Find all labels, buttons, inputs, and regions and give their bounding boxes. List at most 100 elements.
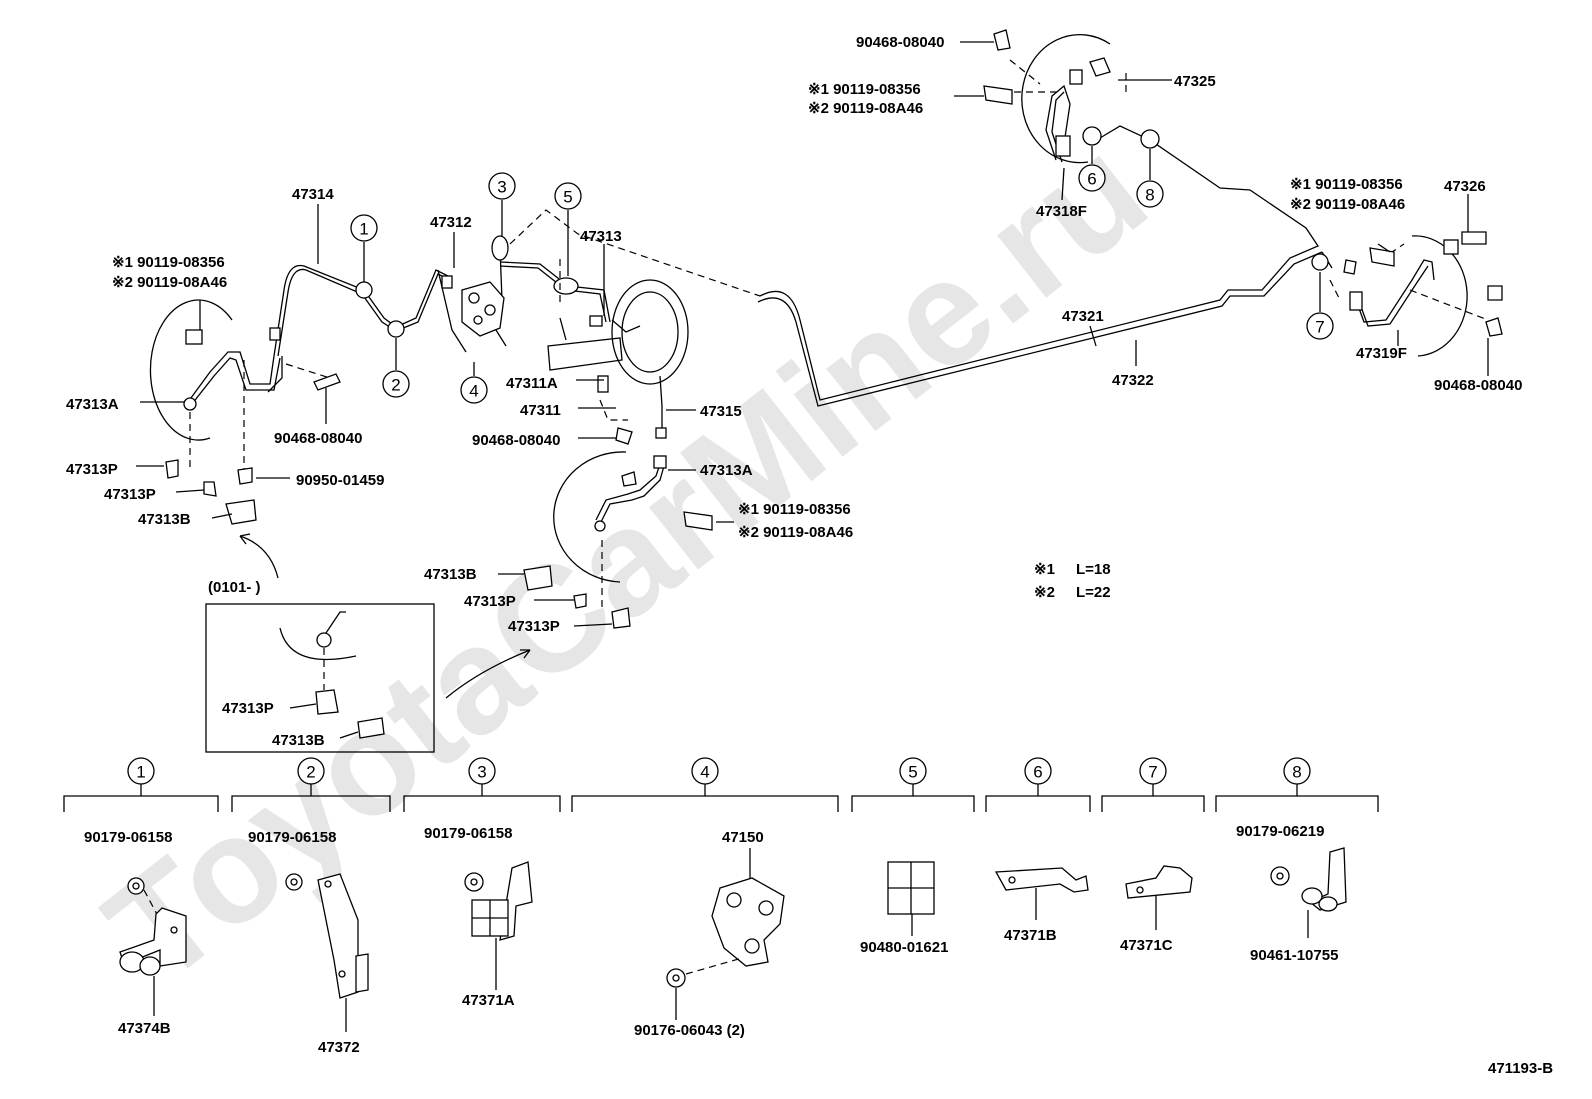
svg-text:3: 3 — [477, 763, 486, 782]
detail-callout-3: 3 — [468, 757, 496, 785]
part-label: 90468-08040 — [472, 432, 560, 449]
part-label: 47318F — [1036, 203, 1087, 220]
svg-text:1: 1 — [136, 763, 145, 782]
part-label: 47315 — [700, 403, 742, 420]
detail-3-bottom-label: 47371A — [462, 992, 515, 1009]
part-label: 47313P — [222, 700, 274, 717]
callout-7: 7 — [1306, 312, 1334, 340]
svg-text:8: 8 — [1292, 763, 1301, 782]
left-front-hose-assembly — [149, 299, 341, 525]
rear-right-hose-assembly — [1343, 231, 1503, 357]
part-label: 47314 — [292, 186, 334, 203]
svg-text:6: 6 — [1033, 763, 1042, 782]
part-label: 47313B — [424, 566, 477, 583]
leader-lines — [136, 41, 1489, 627]
svg-text:6: 6 — [1087, 170, 1096, 189]
part-label: 47321 — [1062, 308, 1104, 325]
detail-3-top-label: 90179-06158 — [424, 825, 512, 842]
detail-1-bottom-label: 47374B — [118, 1020, 171, 1037]
part-label: 47313P — [508, 618, 560, 635]
brake-booster — [547, 279, 689, 439]
length-notes: ※1 L=18 ※2 L=22 — [1034, 561, 1111, 601]
detail-1-top-label: 90179-06158 — [84, 829, 172, 846]
part-label: 47311 — [520, 402, 561, 419]
part-label: 47313P — [66, 461, 118, 478]
tube-clips — [355, 126, 1329, 338]
part-label: 47313 — [580, 228, 622, 245]
part-label: 47313P — [464, 593, 516, 610]
part-label: ※2 90119-08A46 — [1290, 196, 1405, 213]
detail-4-bottom-label: 90176-06043 (2) — [634, 1022, 745, 1039]
part-label: 90468-08040 — [856, 34, 944, 51]
callout-5: 5 — [554, 182, 582, 210]
part-label: 47312 — [430, 214, 472, 231]
detail-8-bottom-label: 90461-10755 — [1250, 947, 1338, 964]
detail-callout-7: 7 — [1139, 757, 1167, 785]
svg-text:2: 2 — [391, 376, 400, 395]
part-label: 47313A — [66, 396, 119, 413]
part-label: ※1 90119-08356 — [738, 501, 851, 518]
proportioning-valve — [441, 275, 507, 347]
detail-7-bottom-label: 47371C — [1120, 937, 1173, 954]
part-label: 47313B — [272, 732, 325, 749]
detail-callout-2: 2 — [297, 757, 325, 785]
note-mark: ※1 — [1034, 561, 1055, 578]
note-text: L=18 — [1076, 561, 1111, 578]
detail-section: 1 2 3 4 5 6 7 8 90179-06158 47374B 90179… — [63, 757, 1379, 1056]
callout-circles: 1 2 3 4 5 6 7 8 — [350, 164, 1334, 404]
part-label: 90468-08040 — [1434, 377, 1522, 394]
callout-4: 4 — [460, 376, 488, 404]
detail-callout-8: 8 — [1283, 757, 1311, 785]
callout-6: 6 — [1078, 164, 1106, 192]
detail-2-top-label: 90179-06158 — [248, 829, 336, 846]
svg-text:5: 5 — [908, 763, 917, 782]
part-label: 47326 — [1444, 178, 1486, 195]
detail-2-bottom-label: 47372 — [318, 1039, 360, 1056]
part-label: 47313B — [138, 511, 191, 528]
part-label: ※2 90119-08A46 — [808, 100, 923, 117]
part-label: 47319F — [1356, 345, 1407, 362]
part-label: ※2 90119-08A46 — [738, 524, 853, 541]
figure-code: 471193-B — [1488, 1060, 1553, 1077]
svg-text:1: 1 — [359, 220, 368, 239]
detail-callout-4: 4 — [691, 757, 719, 785]
part-label: ※1 90119-08356 — [1290, 176, 1403, 193]
detail-4-top-label: 47150 — [722, 829, 764, 846]
part-label: 47322 — [1112, 372, 1154, 389]
svg-text:7: 7 — [1315, 318, 1324, 337]
callout-8: 8 — [1136, 180, 1164, 208]
part-label: 47325 — [1174, 73, 1216, 90]
svg-text:3: 3 — [497, 178, 506, 197]
detail-callout-1: 1 — [127, 757, 155, 785]
part-label: ※1 90119-08356 — [112, 254, 225, 271]
svg-text:2: 2 — [306, 763, 315, 782]
rear-left-hose-assembly — [983, 29, 1111, 164]
svg-text:4: 4 — [700, 763, 709, 782]
svg-text:4: 4 — [469, 382, 478, 401]
detail-callout-5: 5 — [899, 757, 927, 785]
part-label: ※2 90119-08A46 — [112, 274, 227, 291]
detail-8-top-label: 90179-06219 — [1236, 823, 1324, 840]
svg-text:7: 7 — [1148, 763, 1157, 782]
part-label: 90950-01459 — [296, 472, 384, 489]
part-labels: 90468-08040 ※1 90119-08356 ※2 90119-08A4… — [66, 34, 1522, 635]
inset-detail: (0101- ) 47313P 47313B — [205, 533, 531, 753]
callout-2: 2 — [382, 370, 410, 398]
part-label: 47313P — [104, 486, 156, 503]
part-label: 47313A — [700, 462, 753, 479]
detail-callout-6: 6 — [1024, 757, 1052, 785]
detail-5-bottom-label: 90480-01621 — [860, 939, 948, 956]
note-mark: ※2 — [1034, 584, 1055, 601]
inset-date-label: (0101- ) — [208, 579, 261, 596]
callout-1: 1 — [350, 214, 378, 242]
note-text: L=22 — [1076, 584, 1111, 601]
svg-text:8: 8 — [1145, 186, 1154, 205]
guide-lines — [189, 59, 1489, 612]
part-label: ※1 90119-08356 — [808, 81, 921, 98]
svg-text:5: 5 — [563, 188, 572, 207]
callout-3: 3 — [488, 172, 516, 200]
right-front-hose-assembly — [523, 427, 713, 629]
part-label: 47311A — [506, 375, 558, 392]
part-label: 90468-08040 — [274, 430, 362, 447]
